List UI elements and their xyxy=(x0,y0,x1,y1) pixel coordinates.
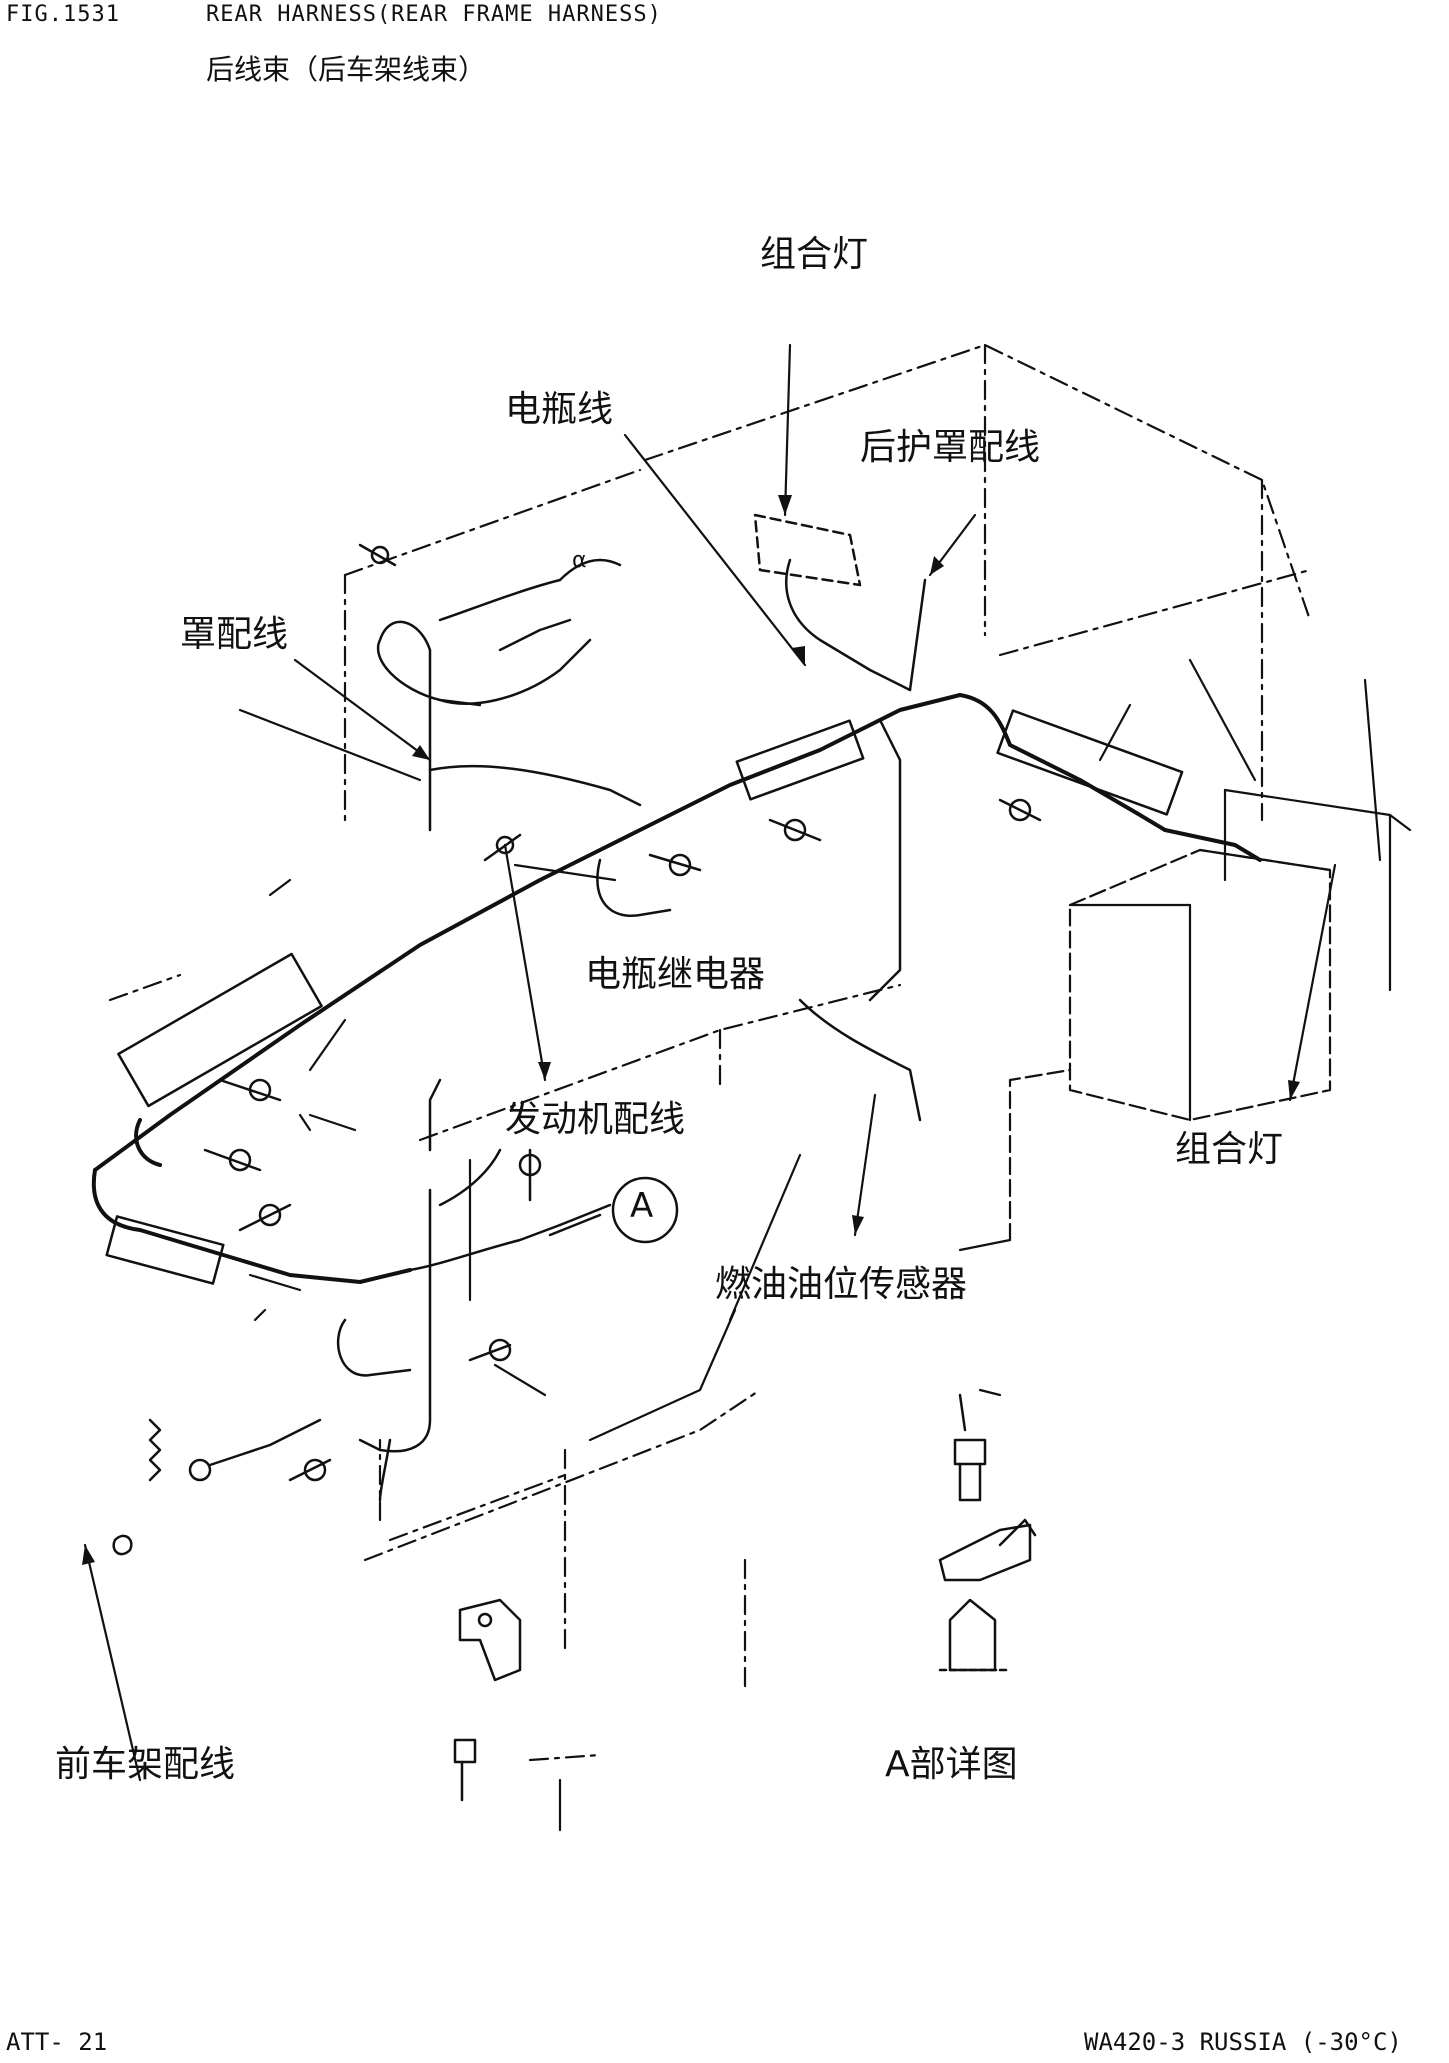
label-engine-wiring: 发动机配线 xyxy=(505,1099,686,1140)
bolts xyxy=(188,543,1042,1482)
figure-number: FIG.1531 xyxy=(6,2,120,27)
guard-wiring xyxy=(376,558,642,832)
frame-outline xyxy=(108,343,1312,1762)
relay-box-right xyxy=(996,709,1184,816)
figure-title-en: REAR HARNESS(REAR FRAME HARNESS) xyxy=(206,2,662,27)
label-battery-relay: 电瓶继电器 xyxy=(585,954,766,995)
label-front-frame-wiring: 前车架配线 xyxy=(55,1744,236,1785)
label-detail-a: A部详图 xyxy=(885,1744,1018,1785)
callout-a-letter: A xyxy=(630,1186,654,1226)
front-harness xyxy=(208,1078,612,1502)
leader-lines xyxy=(83,343,1382,1832)
label-combination-lamp-right: 组合灯 xyxy=(1175,1129,1284,1170)
battery-box xyxy=(958,788,1412,1252)
label-battery-cable: 电瓶线 xyxy=(505,389,614,430)
label-guard-wiring: 罩配线 xyxy=(180,614,289,655)
model-reference: WA420-3 RUSSIA (-30°C) xyxy=(1084,2028,1402,2056)
relay-box-top xyxy=(735,719,865,801)
relay-box-left xyxy=(117,952,323,1108)
bracket-bottom xyxy=(453,1598,522,1802)
label-combination-lamp-top: 组合灯 xyxy=(760,234,869,275)
plate-bottom-left xyxy=(105,1215,225,1285)
main-harness xyxy=(91,693,1262,1284)
rear-harness xyxy=(596,558,927,1122)
label-fuel-level-sensor: 燃油油位传感器 xyxy=(715,1264,968,1305)
detail-a-parts xyxy=(938,1393,1037,1672)
callout-a-circle xyxy=(611,1176,679,1244)
combination-lamp xyxy=(753,513,862,587)
arrowheads xyxy=(82,495,1300,1565)
page-reference: ATT- 21 xyxy=(6,2028,108,2056)
figure-title-cn: 后线束（后车架线束） xyxy=(206,53,487,86)
label-small-alpha: α xyxy=(572,548,587,573)
clip-left xyxy=(112,1418,162,1556)
label-rear-guard-wiring: 后护罩配线 xyxy=(860,427,1041,468)
